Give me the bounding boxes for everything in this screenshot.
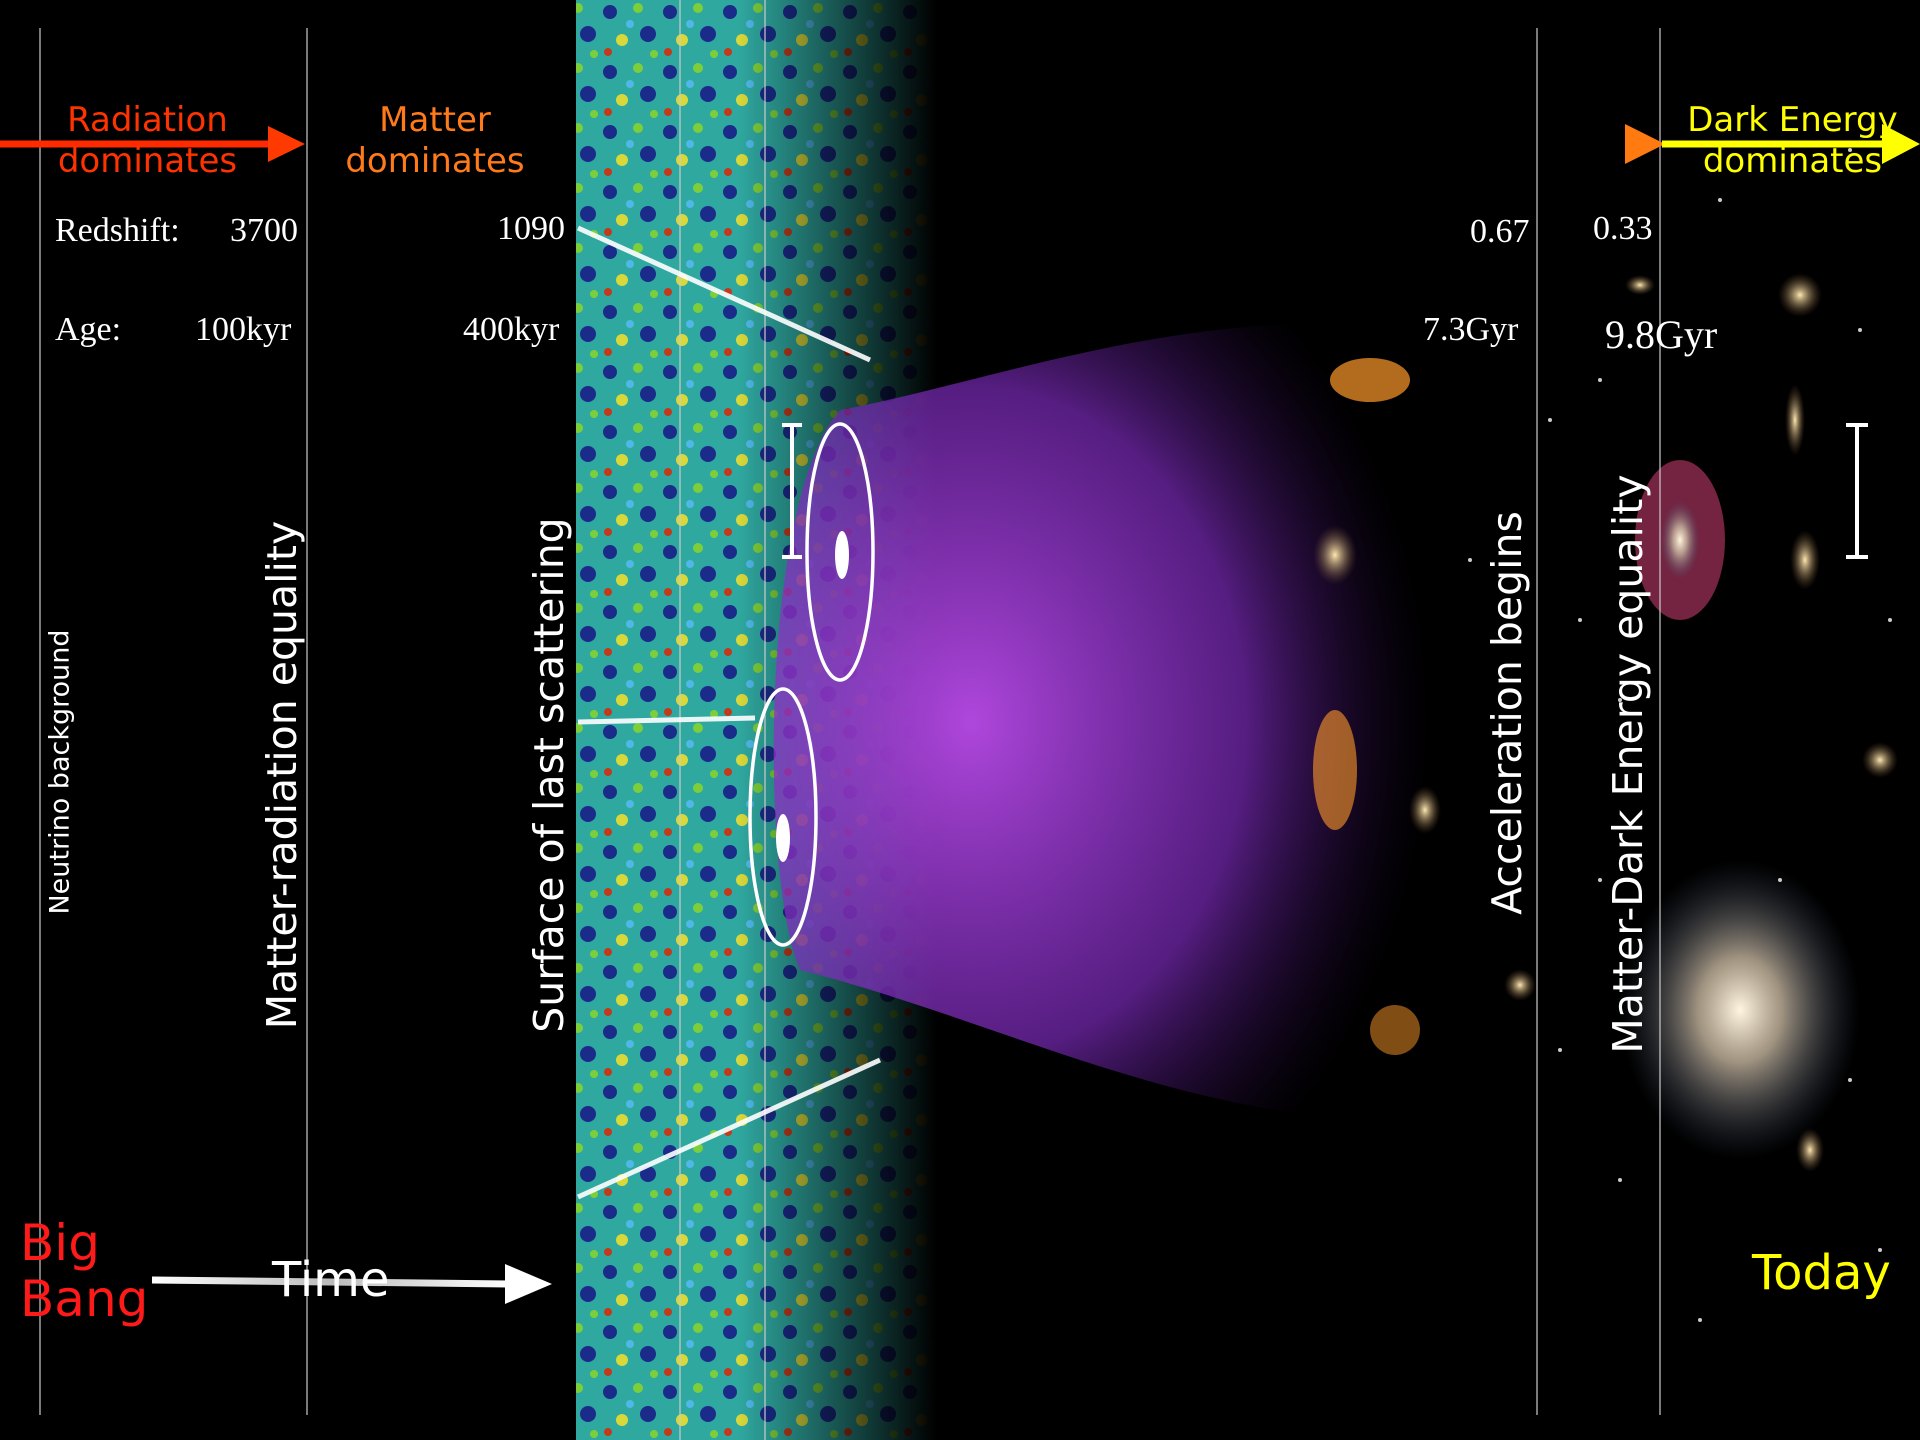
milestone-acceleration-begins: Acceleration begins <box>1483 511 1531 915</box>
era-label-line: Radiation <box>67 100 228 140</box>
redshift-value: 1090 <box>497 210 565 247</box>
redshift-label: Redshift: <box>55 212 180 249</box>
era-label-line: dominates <box>345 141 525 181</box>
age-value: 7.3Gyr <box>1423 311 1519 348</box>
big-bang-line: Bang <box>20 1270 149 1328</box>
age-value: 100kyr <box>195 311 292 348</box>
big-bang-line: Big <box>20 1214 100 1272</box>
milestone-matter-dark-energy-equality: Matter-Dark Energy equality <box>1604 474 1652 1054</box>
today-label: Today <box>1752 1245 1891 1301</box>
era-label-line: dominates <box>1702 141 1883 181</box>
milestone-matter-radiation-equality: Matter-radiation equality <box>258 520 306 1030</box>
era-label-radiation: Radiation dominates <box>50 100 245 182</box>
redshift-value: 0.33 <box>1593 210 1653 247</box>
redshift-value: 3700 <box>230 212 298 249</box>
era-label-line: Dark Energy <box>1687 100 1898 140</box>
era-label-dark-energy: Dark Energy dominates <box>1670 100 1915 182</box>
redshift-value: 0.67 <box>1470 213 1530 250</box>
age-value: 400kyr <box>463 311 560 348</box>
era-label-line: dominates <box>57 141 238 181</box>
era-label-line: Matter <box>379 100 491 140</box>
big-bang-label: Big Bang <box>20 1215 148 1327</box>
era-label-matter: Matter dominates <box>335 100 535 182</box>
age-value: 9.8Gyr <box>1605 312 1718 357</box>
milestone-neutrino-background: Neutrino background <box>44 629 76 915</box>
age-label: Age: <box>55 311 122 348</box>
milestone-surface-of-last-scattering: Surface of last scattering <box>525 517 573 1033</box>
time-label: Time <box>272 1252 390 1308</box>
